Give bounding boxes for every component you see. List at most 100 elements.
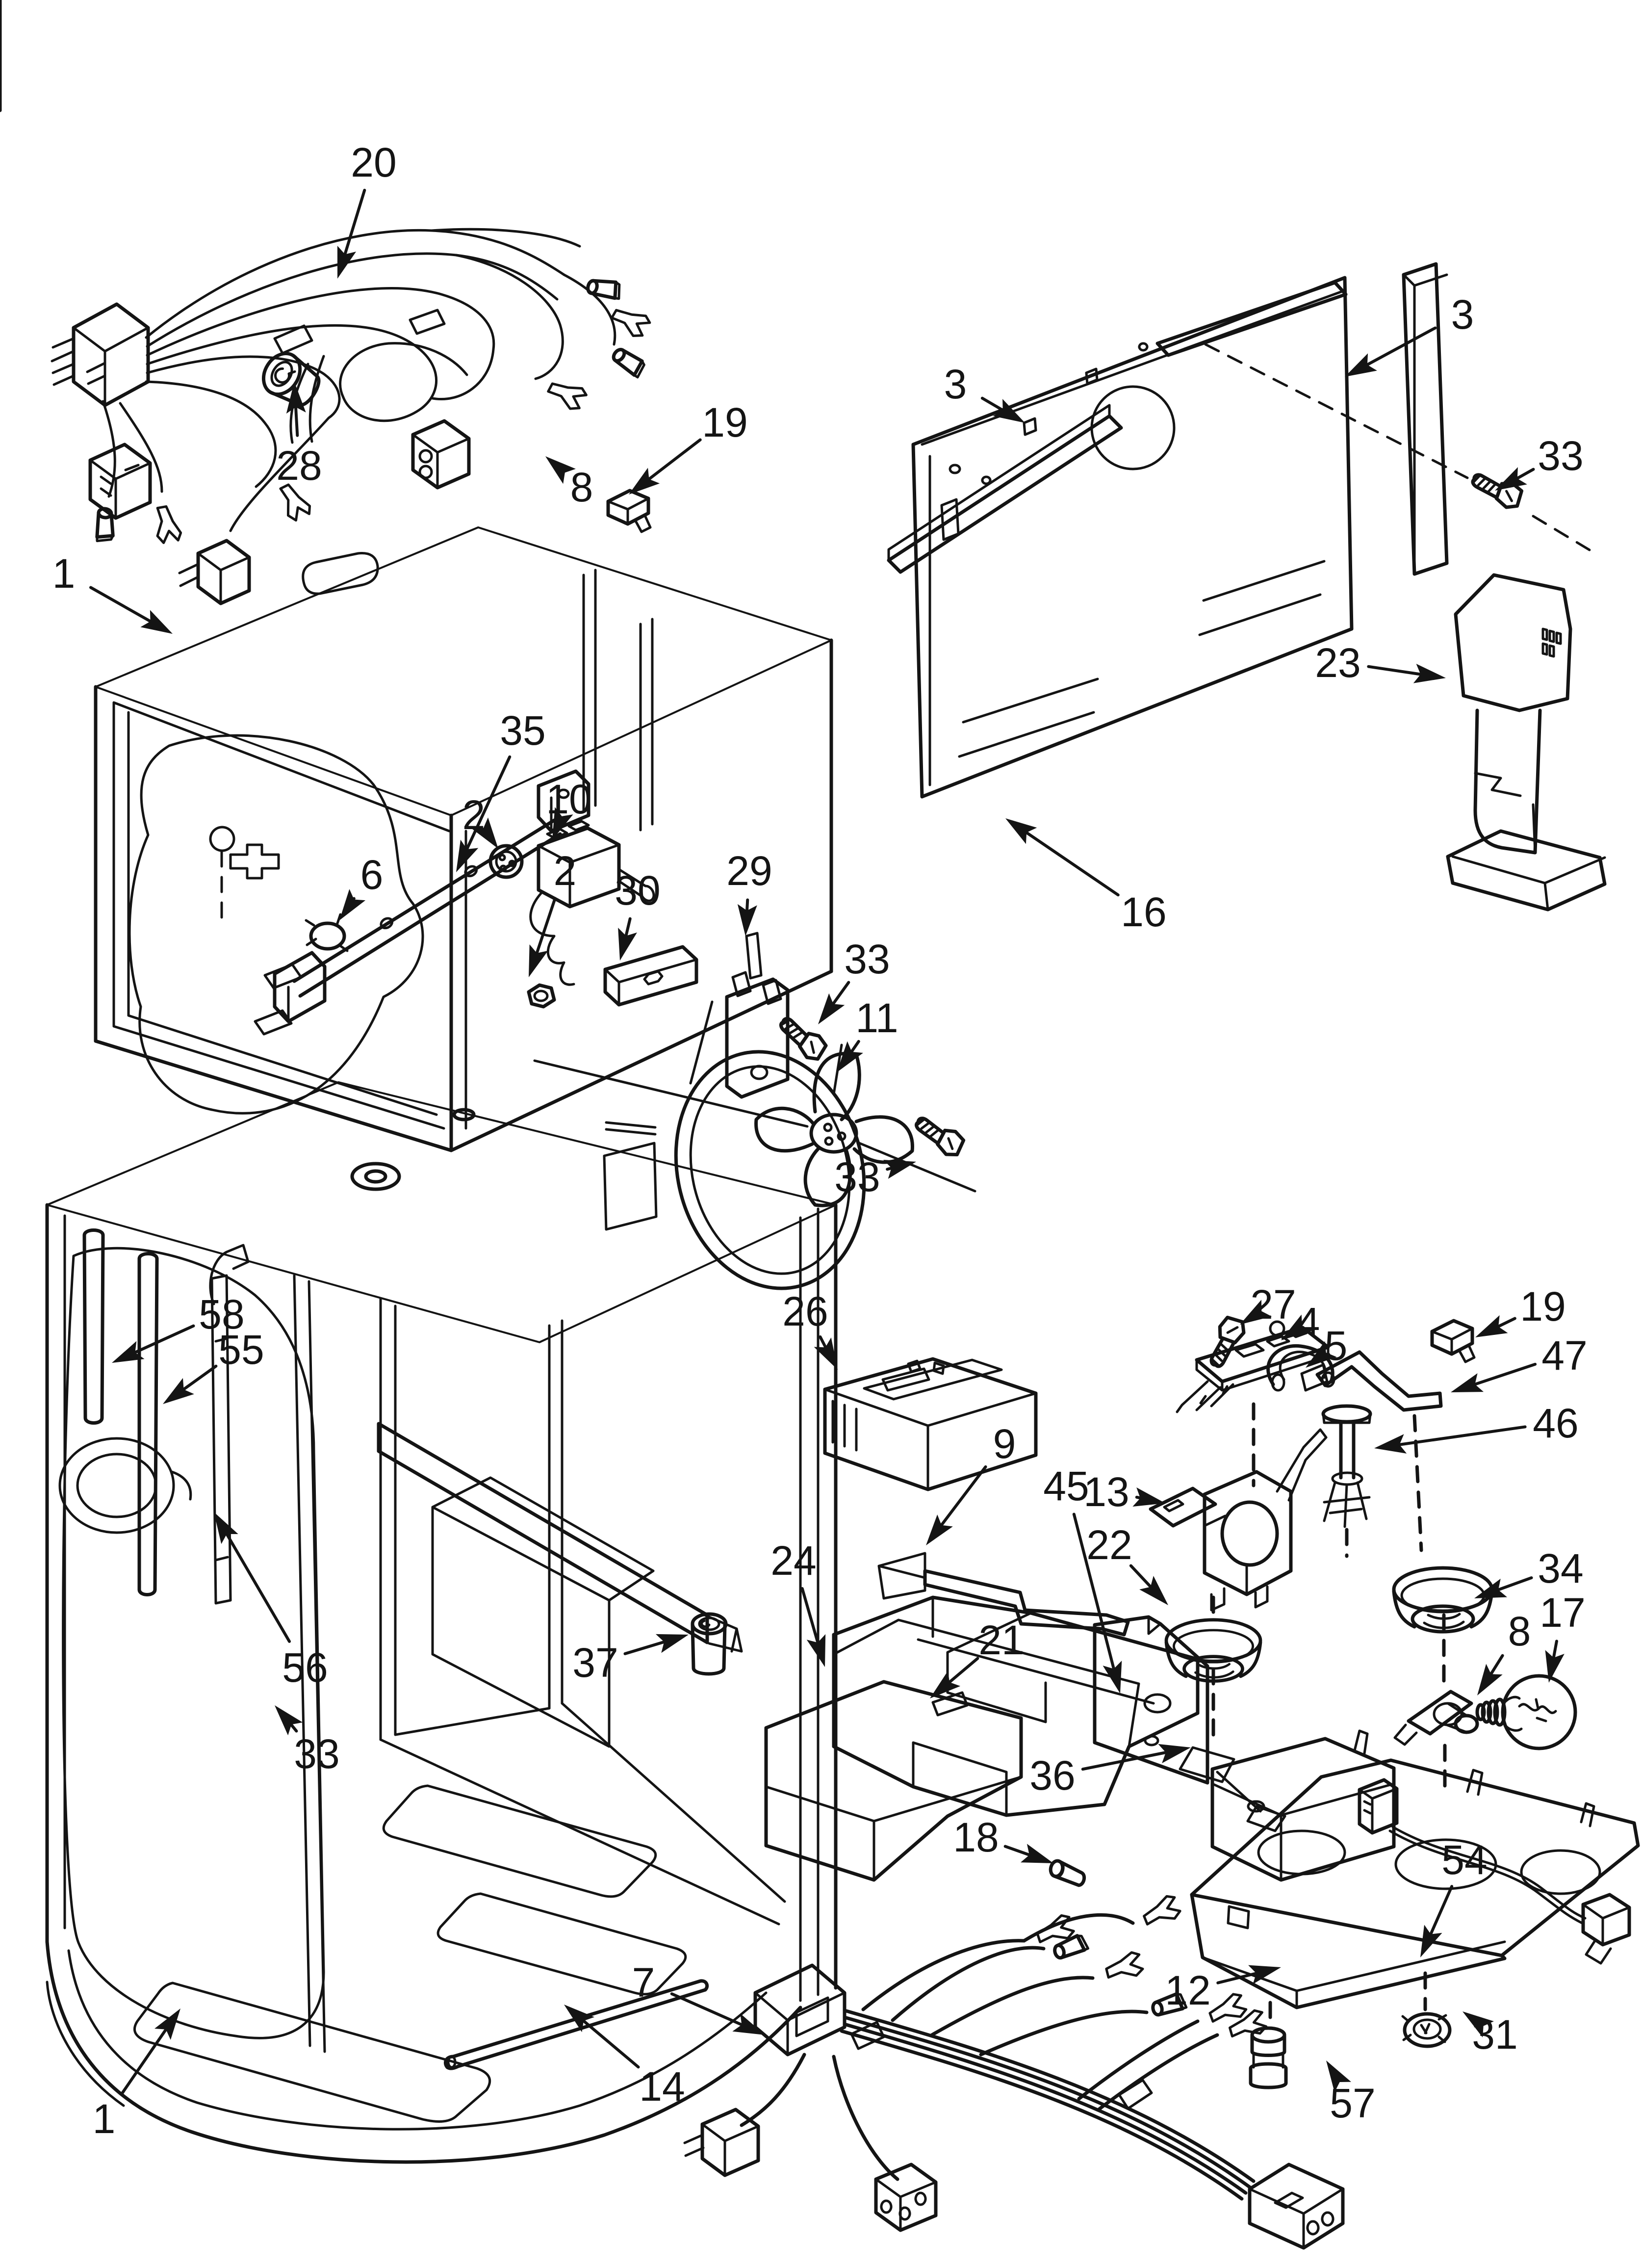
callout-leader-45 [1072,1512,1118,1679]
part-18-spacer [1049,1859,1087,1886]
callout-arrowhead-27 [1240,1300,1272,1325]
callout-37-25: 37 [572,1640,618,1686]
part-3-trim-left [887,404,1123,574]
callout-13-30: 13 [1083,1469,1129,1515]
part-20-wire-harness [51,228,652,605]
part-17-light-bulb [1475,1674,1577,1750]
callout-arrowhead-28 [286,382,306,414]
part-57-light-bushing [1249,2026,1288,2089]
part-13-motor-assembly [1149,1428,1328,1612]
callout-leader-46 [1389,1425,1527,1448]
assembly-axes [1211,1402,1447,2030]
callout-arrowhead-14 [564,2005,595,2033]
part-29-bracket [725,932,790,1099]
part-12-control-base [1190,1729,1640,2009]
part-36-pad [1179,1746,1286,1832]
callout-18-42: 18 [953,1814,999,1860]
callout-54-44: 54 [1441,1837,1487,1883]
callout-5-34: 5 [1325,1323,1348,1369]
part-58-tube [82,1228,105,1425]
part-7-wire-harness [683,1894,1345,2250]
callout-arrowhead-57 [1326,2060,1351,2092]
part-24-duct-top [832,1595,1200,1817]
callout-arrowhead-29 [737,904,757,936]
callout-33-19: 33 [834,1154,880,1200]
callout-arrowhead-33 [275,1705,303,1736]
part-45-plate [1093,1615,1209,1785]
callout-7-47: 7 [632,1959,655,2006]
callout-56-23: 56 [282,1644,328,1691]
callout-leader-23 [1367,665,1431,678]
callout-2-11: 2 [462,792,486,838]
callout-arrowhead-47 [1451,1373,1484,1392]
callout-arrowhead-19 [629,468,660,495]
callout-34-38: 34 [1538,1545,1583,1591]
callout-58-21: 58 [199,1291,244,1337]
part-46-auger [1321,1404,1372,1528]
callout-arrowhead-2 [472,817,498,849]
callout-6-14: 6 [360,852,384,898]
callout-23-7: 23 [1315,640,1360,686]
callout-leader-19 [641,438,702,486]
callout-19-35: 19 [1520,1283,1565,1330]
callout-4-33: 4 [1297,1299,1320,1345]
callout-arrowhead-6 [339,889,366,920]
callout-arrowhead-37 [655,1634,689,1653]
callout-46-37: 46 [1533,1400,1578,1446]
callout-31-45: 31 [1472,2011,1517,2058]
callout-1-49: 1 [93,2096,116,2142]
callout-arrowhead-13 [1132,1487,1165,1507]
callout-arrowhead-33 [1495,467,1527,491]
callout-arrowhead-7 [732,2013,765,2035]
part-56-drain-bracket [209,1244,250,1605]
callout-33-24: 33 [294,1731,339,1777]
callout-8-2: 8 [570,464,593,510]
callout-17-39: 17 [1539,1590,1585,1636]
callout-leader-1 [120,2020,173,2096]
callout-20-0: 20 [351,139,396,185]
callout-arrowhead-21 [930,1670,961,1698]
part-3-trim-right [1155,262,1449,576]
part-8-lamp-socket [1393,1690,1479,1746]
part-31-grommet [1401,2012,1452,2048]
callout-arrowhead-58 [112,1341,145,1363]
callout-leader-16 [1018,826,1120,897]
callout-29-16: 29 [726,848,772,894]
callout-28-1: 28 [276,443,322,489]
callout-leader-56 [221,1525,291,1643]
callout-arrowhead-34 [1474,1578,1508,1598]
callout-arrowhead-17 [1545,1650,1565,1683]
callout-leader-9 [934,1465,987,1534]
part-21-duct-bottom [764,1680,1023,1882]
callout-arrowhead-16 [1005,818,1037,844]
callout-leader-1 [89,586,160,627]
part-6-button-plug [305,913,349,952]
callout-leader-47 [1465,1362,1537,1389]
part-11-fan-blade [533,1052,976,1207]
callout-33-17: 33 [844,936,890,982]
callout-arrowhead-1 [154,2008,180,2040]
callout-arrowhead-46 [1374,1434,1407,1454]
callout-arrowhead-8 [545,456,576,484]
callout-arrowhead-3 [993,399,1025,423]
part-37-bushing [691,1612,728,1676]
callout-arrowhead-26 [814,1337,838,1370]
callout-arrowhead-9 [926,1514,953,1545]
callout-9-27: 9 [993,1421,1016,1467]
callout-arrowhead-35 [456,839,479,872]
callout-arrowhead-56 [214,1512,238,1544]
callout-arrowhead-12 [1248,1965,1281,1984]
callout-2-13: 2 [554,848,577,894]
callout-33-6: 33 [1538,433,1583,479]
callout-leader-24 [800,1587,822,1653]
callout-arrowhead-36 [1158,1744,1191,1764]
callout-arrowhead-20 [337,245,357,279]
part-33-screw-fan-b [910,1114,966,1159]
part-19-clip-right [1432,1321,1474,1362]
callout-arrowhead-3 [1345,353,1377,377]
callout-27-32: 27 [1250,1281,1296,1328]
callout-19-3: 19 [702,399,747,445]
part-14-tube [444,1979,709,2070]
